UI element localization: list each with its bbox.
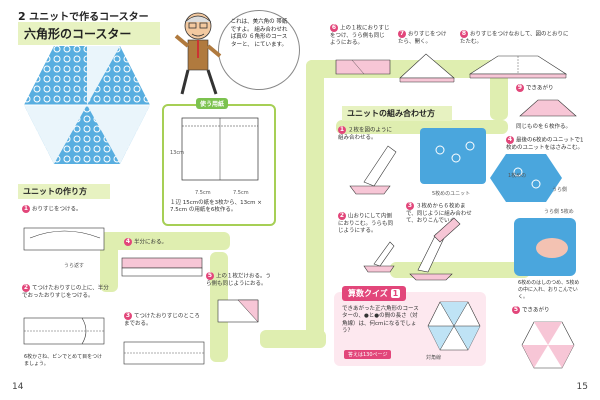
path-segment bbox=[100, 232, 230, 250]
step-number: 2 bbox=[22, 284, 30, 292]
quiz-title: 算数クイズ bbox=[348, 289, 388, 298]
dimension-7-5cm-left: 7.5cm bbox=[195, 190, 211, 196]
combine-photo-3 bbox=[514, 218, 576, 276]
combine-step-4-text: 最後の6枚めのユニットで1枚めのユニットをはさみこむ。 bbox=[506, 137, 584, 151]
combine-photo-1 bbox=[420, 128, 486, 184]
final-done-label: できあがり bbox=[522, 307, 550, 314]
paper-label: 使う用紙 bbox=[196, 98, 229, 109]
step-number: 8 bbox=[460, 30, 468, 38]
step-3-text: てつけたおりすじのところまでおる。 bbox=[124, 313, 200, 327]
unit-section-title: ユニットの作り方 bbox=[18, 184, 110, 199]
step-2-hint: 6枚かさね、ピンでとめて目をつけましょう。 bbox=[24, 354, 103, 367]
done-note: 同じものを６枚作る。 bbox=[516, 124, 572, 130]
step-number: 3 bbox=[124, 312, 132, 320]
speech-bubble: これは、美六角の 帯紙ですよ。 組み合わせれば真の ６角形のコースターと、 にて… bbox=[218, 10, 300, 90]
final-hexagon bbox=[521, 321, 575, 369]
paper-cut-diagram bbox=[181, 117, 259, 181]
step-number: 1 bbox=[338, 126, 346, 134]
chapter-title-text: ユニットで作るコースター bbox=[29, 12, 149, 23]
page-number-right: 15 bbox=[576, 382, 588, 392]
quiz-answer: 答えは130ページ bbox=[344, 350, 392, 359]
step-4-text: 半分におる。 bbox=[134, 239, 168, 246]
hexagon-coaster bbox=[24, 46, 150, 164]
step-8-text: おりすじをつけなおして、図のとおりにたたむ。 bbox=[460, 31, 569, 45]
project-title: 六角形のコースター bbox=[18, 22, 160, 45]
quiz-hexagon bbox=[427, 301, 481, 351]
step-number: 5 bbox=[512, 306, 520, 314]
quiz-text: できあがった正六角形のコースターの、●と●の間の長さ（対角線）は、何cmになるで… bbox=[342, 306, 419, 335]
combine-step-3-text: ３枚めから６枚めまで、同じように組み合わせて、おりこんでいく。 bbox=[406, 203, 472, 225]
step-number: 9 bbox=[516, 84, 524, 92]
combine-step-2-text: 山おりにして内側におりこむ。うらも同じようにする。 bbox=[338, 213, 394, 235]
quiz-diag-label: 対角線 bbox=[426, 355, 442, 361]
step-6-diagram bbox=[335, 59, 391, 75]
dimension-13cm: 13cm bbox=[170, 150, 184, 156]
step-5-diagram bbox=[217, 299, 259, 323]
step-number: 7 bbox=[398, 30, 406, 38]
done-label: できあがり bbox=[526, 85, 554, 92]
combine-hint-4: うら側 5枚め bbox=[544, 209, 574, 215]
quiz-header: 算数クイズ 1 bbox=[342, 286, 407, 301]
chapter-number: 2 bbox=[18, 10, 26, 23]
page-number-left: 14 bbox=[12, 382, 24, 392]
combine-photo-2 bbox=[490, 154, 562, 202]
combine-hint-3: うら側 bbox=[552, 187, 568, 193]
combine-hint-1: 5枚めのユニット bbox=[432, 191, 471, 197]
chapter-title: 2 ユニットで作るコースター bbox=[18, 8, 149, 23]
quiz-number: 1 bbox=[390, 289, 401, 298]
step-number: 2 bbox=[338, 212, 346, 220]
step-1-hint: うら返す bbox=[64, 263, 85, 269]
step-2-diagram bbox=[23, 317, 105, 345]
step-number: 5 bbox=[206, 272, 214, 280]
step-6-text: 上の１枚におりすじをつけ、うら側も同じようにおる。 bbox=[330, 25, 390, 47]
step-5-text: 上の１枚だけおる。うら側も同じようにおる。 bbox=[206, 273, 272, 287]
combine-step-2-diagram bbox=[363, 241, 395, 273]
step-number: 3 bbox=[406, 202, 414, 210]
step-number: 4 bbox=[506, 136, 514, 144]
combine-section-title: ユニットの組み合わせ方 bbox=[342, 106, 452, 121]
combine-step-1-text: ２枚を図のように組み合わせる。 bbox=[338, 127, 393, 141]
combine-hint-2: 1枚めの bbox=[508, 173, 527, 179]
combine-step-1-diagram bbox=[349, 145, 397, 195]
step-4-diagram bbox=[121, 257, 203, 277]
step-number: 6 bbox=[330, 24, 338, 32]
path-segment bbox=[306, 60, 324, 348]
step-number: 1 bbox=[22, 205, 30, 213]
step-7-text: おりすじをつけたら、開く。 bbox=[398, 31, 447, 45]
path-segment bbox=[100, 232, 118, 292]
professor-character-icon bbox=[174, 12, 222, 95]
step-1-diagram bbox=[23, 227, 105, 251]
quiz-box: 算数クイズ 1 できあがった正六角形のコースターの、●と●の間の長さ（対角線）は… bbox=[334, 286, 486, 366]
step-2-text: てつけたおりすじの上に、半分でおったおりすじをつける。 bbox=[22, 285, 109, 299]
combine-step-3-diagram bbox=[409, 217, 461, 281]
combine-note: 6枚めのはしのつめ、5枚めの中に入れ、おりこんでいく。 bbox=[518, 280, 580, 300]
dimension-7-5cm-right: 7.5cm bbox=[233, 190, 249, 196]
step-3-diagram bbox=[123, 341, 205, 365]
step-9-diagram bbox=[519, 99, 577, 117]
step-7-diagram bbox=[399, 53, 455, 83]
paper-note: １辺 15cmの紙を3枚から、13cm × 7.5cm の用紙を6枚作る。 bbox=[170, 200, 262, 214]
step-8-diagram bbox=[468, 55, 568, 79]
step-1-text: おりすじをつける。 bbox=[32, 206, 82, 213]
step-number: 4 bbox=[124, 238, 132, 246]
